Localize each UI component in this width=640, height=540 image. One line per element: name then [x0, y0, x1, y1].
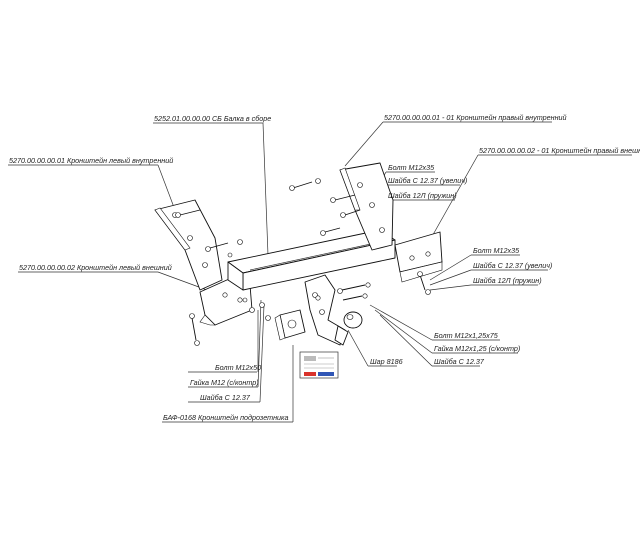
ball-mount-part [304, 274, 363, 346]
label-washer-c12-37-right: Шайба С 12.37 (увелич) [473, 261, 552, 270]
label-right-inner-bracket: 5270.00.00.00.01 - 01 Кронштейн правый в… [384, 113, 567, 122]
label-right-outer-bracket: 5270.00.00.00.02 - 01 Кронштейн правый в… [479, 146, 640, 155]
label-nut-m12: Гайка М12 (с/контр) [190, 378, 259, 387]
bolts-left-group [175, 209, 248, 303]
label-bolt-m12x50: Болт М12х50 [215, 363, 261, 372]
label-bolt-m12x35-top: Болт М12х35 [388, 163, 435, 172]
nameplate [299, 351, 339, 379]
main-beam-part [227, 229, 396, 291]
right-inner-bracket-part [339, 162, 394, 251]
labels: 5252.01.00.00.00 СБ Балка в сборе 5270.0… [9, 113, 640, 422]
label-washer-12l-top: Шайба 12Л (пружин) [388, 191, 457, 200]
bolts-ball-group [315, 282, 371, 301]
parts [154, 162, 443, 379]
label-left-outer-bracket: 5270.00.00.00.02 Кронштейн левый внешний [19, 263, 172, 272]
label-nut-m12x125: Гайка М12х1,25 (с/контр) [434, 344, 520, 353]
label-washer-c12-37-left: Шайба С 12.37 [200, 393, 251, 402]
label-bolt-m12x125x75: Болт М12х1,25х75 [434, 331, 499, 340]
socket-bracket-part [274, 309, 306, 341]
label-bolt-m12x35-right: Болт М12х35 [473, 246, 520, 255]
label-beam-assembly: 5252.01.00.00.00 СБ Балка в сборе [154, 114, 271, 123]
label-washer-c12-37-ball: Шайба С 12.37 [434, 357, 485, 366]
bolts-bottom-left-group [189, 302, 271, 346]
bolts-right-group [417, 271, 431, 295]
left-inner-bracket-part [154, 199, 223, 291]
label-washer-12l-right: Шайба 12Л (пружин) [473, 276, 542, 285]
label-left-inner-bracket: 5270.00.00.00.01 Кронштейн левый внутрен… [9, 156, 173, 165]
bolts-top-group [289, 178, 361, 236]
label-socket-bracket: БАФ-0168 Кронштейн подрозетника [163, 413, 288, 422]
label-ball: Шар 8186 [370, 357, 403, 366]
label-washer-c12-37-top: Шайба С 12.37 (увелич) [388, 176, 467, 185]
